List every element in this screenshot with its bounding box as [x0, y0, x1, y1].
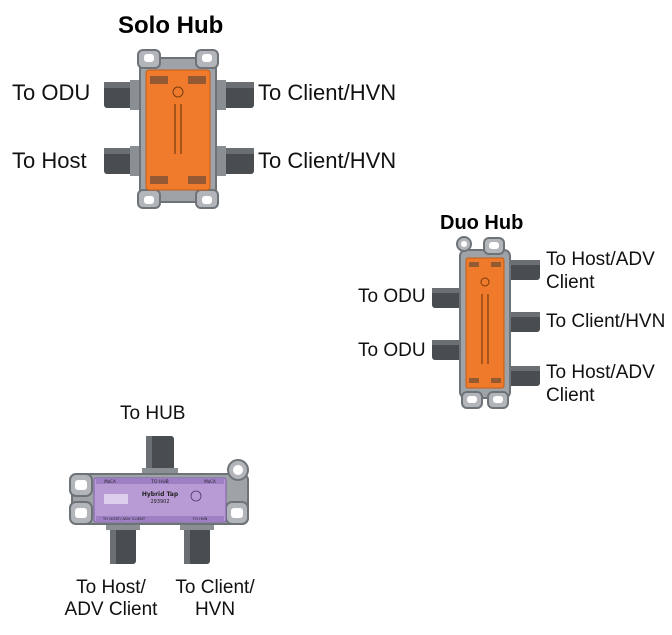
solo-connector-left-bottom: [104, 146, 142, 176]
solo-hub-title: Solo Hub: [118, 12, 224, 39]
solo-connector-right-top: [214, 80, 254, 110]
tap-label-top: To HUB: [120, 403, 186, 424]
tap-text-top-port: TO HUB: [150, 479, 169, 485]
duo-label-left-bottom: To ODU: [358, 340, 426, 361]
tap-label-bottom-right-1: To Client/: [175, 577, 255, 598]
solo-connector-left-top: [104, 80, 142, 110]
duo-orange-body: [465, 257, 505, 389]
tap-text-model: 293902: [150, 499, 169, 505]
duo-label-right-bottom-2: Client: [546, 385, 595, 406]
tap-label-bottom-left-1: To Host/: [76, 577, 146, 598]
solo-label-left-bottom: To Host: [12, 148, 87, 173]
duo-hub-device: [432, 236, 540, 409]
duo-hub-title: Duo Hub: [440, 212, 524, 234]
solo-label-right-top: To Client/HVN: [258, 80, 397, 105]
solo-orange-body: [145, 69, 211, 191]
duo-label-left-top: To ODU: [358, 286, 426, 307]
tap-label-bottom-left-2: ADV Client: [64, 599, 158, 620]
solo-hub-device: [104, 49, 254, 209]
tap-text-moca-right: MoCA: [204, 479, 216, 484]
tap-text-moca-left: MoCA: [104, 479, 116, 484]
hybrid-tap-device: TO HUB MoCA MoCA Hybrid Tap 293902 TO HO…: [69, 436, 249, 564]
solo-mount-tabs: [137, 49, 219, 209]
duo-label-right-bottom-1: To Host/ADV: [546, 362, 655, 383]
solo-label-left-top: To ODU: [12, 80, 91, 105]
solo-connector-right-bottom: [214, 146, 254, 176]
tap-text-name: Hybrid Tap: [142, 491, 179, 498]
tap-text-right-port: TO HVN: [192, 516, 208, 521]
duo-label-right-top-2: Client: [546, 272, 595, 293]
tap-label-bottom-right-2: HVN: [194, 599, 236, 620]
duo-label-right-middle: To Client/HVN: [546, 311, 666, 332]
tap-text-left-port: TO HOST/ ADV CLIENT: [102, 516, 146, 521]
solo-label-right-bottom: To Client/HVN: [258, 148, 397, 173]
duo-label-right-top-1: To Host/ADV: [546, 249, 655, 270]
